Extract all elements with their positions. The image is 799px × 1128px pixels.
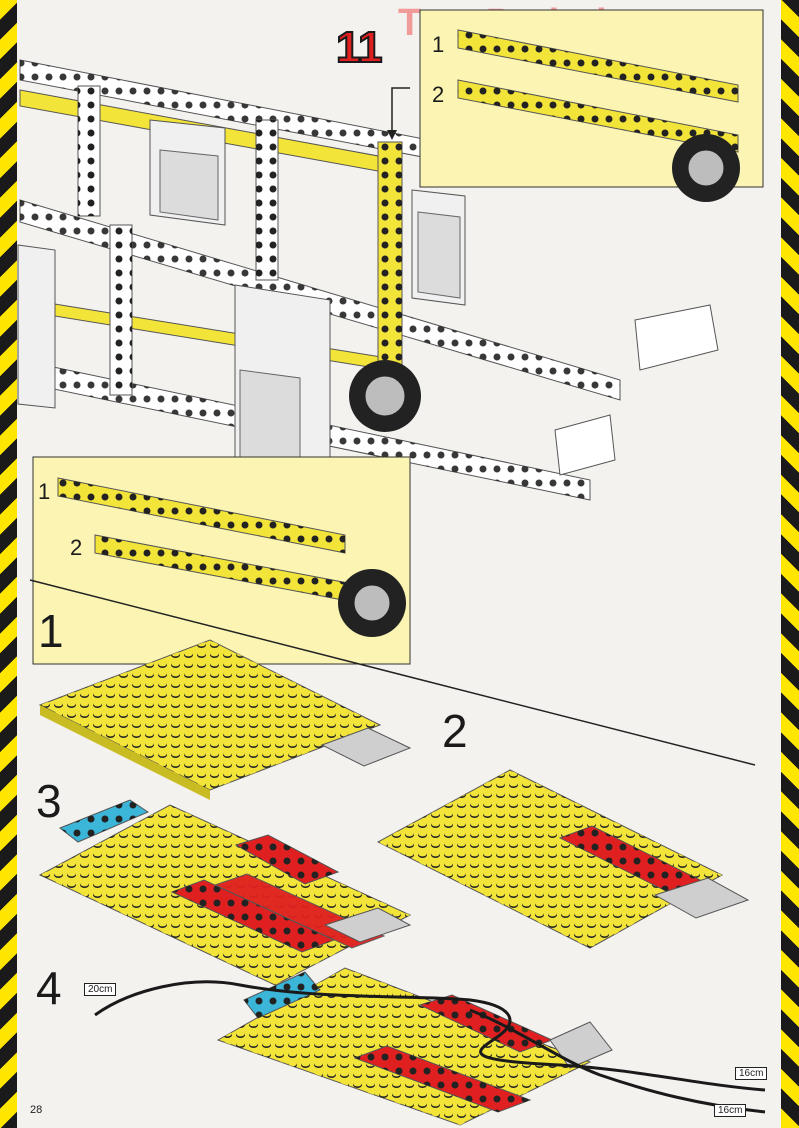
callout-bottom-label-2: 2	[70, 535, 83, 560]
chassis-frame	[17, 59, 719, 530]
step-number-3: 3	[36, 775, 62, 827]
main-step-number: 11	[336, 23, 383, 72]
callout-bottom-parts	[57, 477, 406, 637]
step3-plate	[38, 799, 412, 986]
step-number-1: 1	[38, 605, 64, 657]
hazard-stripe-right	[781, 0, 799, 1128]
cable-label-20cm: 20cm	[84, 983, 117, 996]
divider-line	[29, 579, 756, 766]
cable-label-16cm-a: 16cm	[735, 1067, 768, 1080]
step-number-4: 4	[36, 962, 62, 1014]
hazard-stripe-left	[0, 0, 17, 1128]
cable-label-16cm-b: 16cm	[714, 1104, 747, 1117]
page-number: 28	[30, 1104, 43, 1116]
callout-top-parts	[457, 29, 740, 202]
callout-bottom-label-1: 1	[38, 479, 51, 504]
step-number-2: 2	[442, 705, 468, 757]
callout-top-label-1: 1	[432, 32, 445, 57]
callout-top-label-2: 2	[432, 82, 445, 107]
step1-plate	[38, 639, 412, 800]
step2-plate	[376, 769, 750, 949]
step4-plate	[94, 967, 766, 1126]
